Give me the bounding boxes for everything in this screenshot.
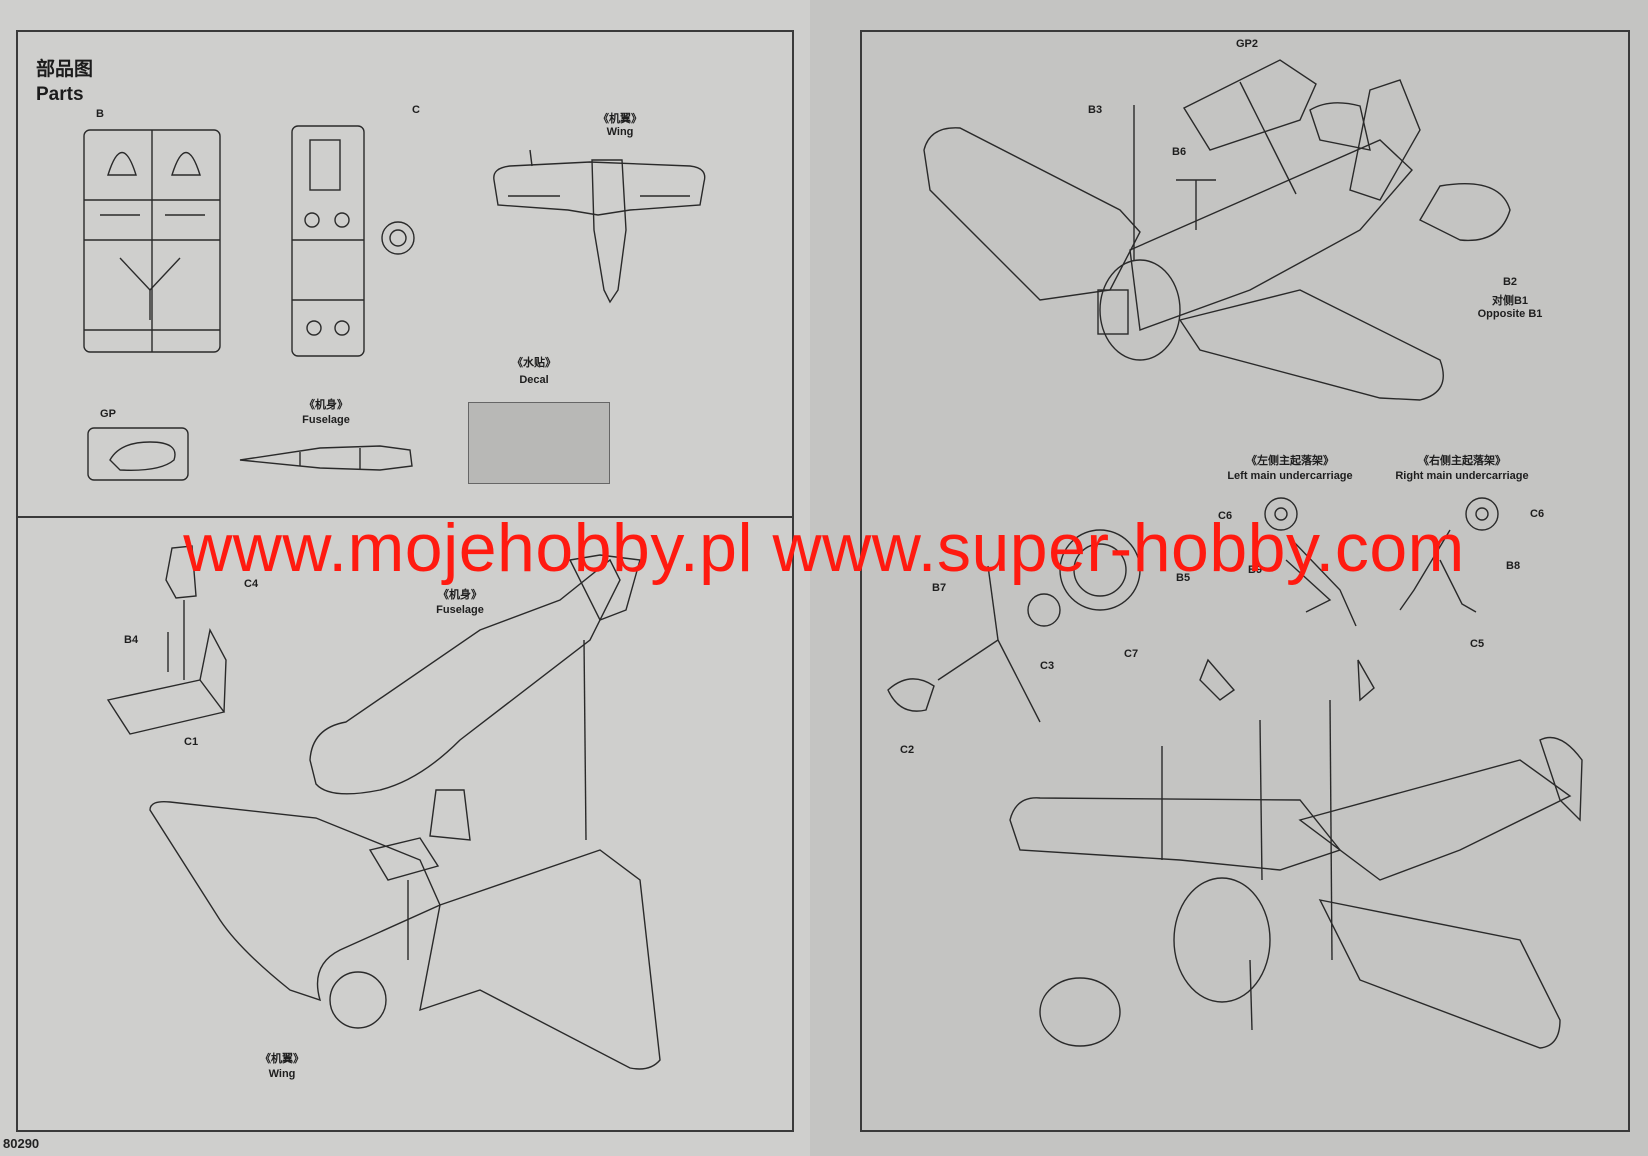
- left-page-frame: [16, 30, 794, 1132]
- part-gp2-label: GP2: [1236, 38, 1259, 50]
- part-c1-label: C1: [184, 736, 199, 748]
- left-undercarriage-en-label: Left main undercarriage: [1227, 470, 1353, 482]
- right-undercarriage-en-label: Right main undercarriage: [1395, 470, 1529, 482]
- left-page-divider: [16, 516, 794, 518]
- right-page-frame: [860, 30, 1630, 1132]
- sprue-b-drawing: [83, 129, 221, 353]
- part-c6-left-label: C6: [1218, 510, 1233, 522]
- parts-title-zh: 部品图: [36, 59, 94, 80]
- watermark-text: www.mojehobby.pl www.super-hobby.com: [183, 510, 1465, 586]
- part-c5-label: C5: [1470, 638, 1485, 650]
- decal-en-label: Decal: [519, 374, 549, 386]
- part-c3-label: C3: [1040, 660, 1055, 672]
- wing-en-label: Wing: [606, 126, 634, 138]
- fuselage-part-drawing: [239, 445, 413, 471]
- part-b4-label: B4: [124, 634, 139, 646]
- parts-title-en: Parts: [36, 84, 84, 105]
- decal-zh-label: 《水贴》: [512, 357, 556, 369]
- opposite-b1-zh-label: 对侧B1: [1491, 295, 1529, 307]
- sprue-b-label: B: [96, 108, 104, 120]
- wing-part-drawing: [493, 149, 706, 304]
- step1-fuselage-zh-label: 《机身》: [438, 589, 482, 601]
- fuselage-en-label: Fuselage: [302, 414, 350, 426]
- part-c2-label: C2: [900, 744, 915, 756]
- part-c4-label: C4: [244, 578, 259, 590]
- left-page: [0, 0, 810, 1156]
- part-b2-label: B2: [1502, 276, 1518, 288]
- part-b8-label: B8: [1506, 560, 1521, 572]
- fuselage-zh-label: 《机身》: [304, 399, 348, 411]
- left-undercarriage-zh-label: 《左侧主起落架》: [1246, 455, 1334, 467]
- decal-sheet-illustration: [468, 402, 610, 484]
- step1-wing-zh-label: 《机翼》: [260, 1053, 304, 1065]
- right-page: [810, 0, 1648, 1156]
- sprue-c-drawing: [291, 125, 415, 357]
- right-undercarriage-zh-label: 《右侧主起落架》: [1418, 455, 1506, 467]
- part-c7-label: C7: [1124, 648, 1139, 660]
- gp-part-drawing: [87, 427, 189, 481]
- part-b3-label: B3: [1088, 104, 1103, 116]
- step1-fuselage-en-label: Fuselage: [436, 604, 484, 616]
- wing-zh-label: 《机翼》: [598, 113, 642, 125]
- page-number: 80290: [3, 1136, 40, 1151]
- step2-assembly-drawing: [923, 59, 1511, 401]
- step3-assembly-drawing: [887, 497, 1583, 1049]
- part-b6-label: B6: [1172, 146, 1187, 158]
- opposite-b1-en-label: Opposite B1: [1477, 308, 1543, 320]
- gp-label: GP: [100, 408, 116, 420]
- sprue-c-label: C: [412, 104, 420, 116]
- step1-assembly-drawing: [106, 545, 661, 1070]
- part-c6-right-label: C6: [1530, 508, 1545, 520]
- part-b7-label: B7: [932, 582, 947, 594]
- part-b5-label: B5: [1176, 572, 1191, 584]
- step1-wing-en-label: Wing: [268, 1068, 296, 1080]
- part-b9-label: B9: [1248, 564, 1263, 576]
